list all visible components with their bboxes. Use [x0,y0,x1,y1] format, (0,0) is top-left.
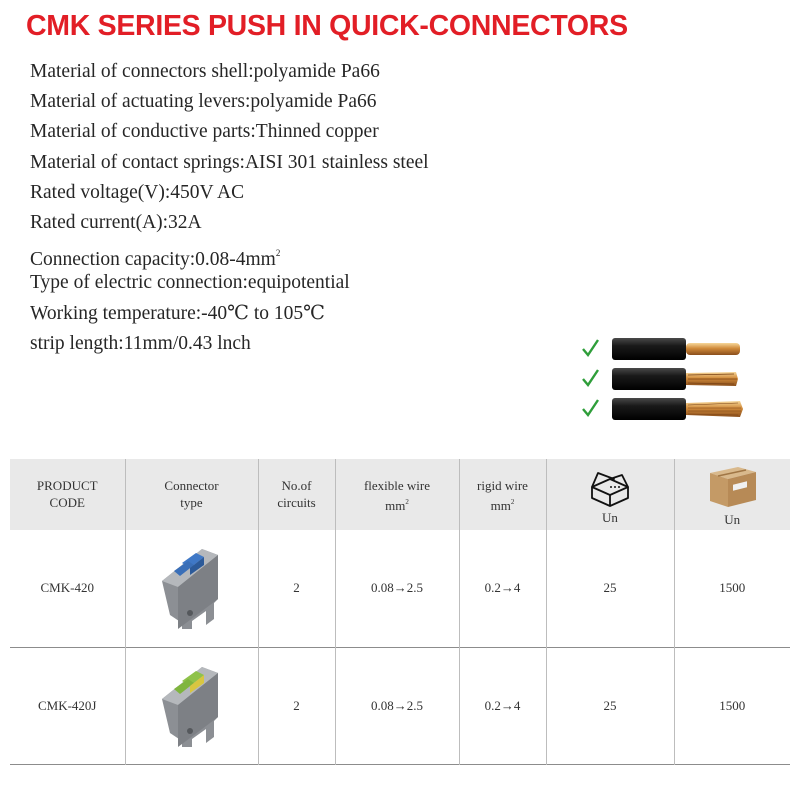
header-product-code: PRODUCT CODE [36,478,98,510]
spec-item: Type of electric connection:equipotentia… [30,272,350,294]
product-code: CMK-420J [37,697,97,713]
check-icon [582,369,599,388]
connector-green-icon [161,666,218,747]
flexible-wire-range: 0.08→2.5 [334,647,459,764]
wire-solid [582,338,740,360]
big-box-qty: 1500 [673,530,790,647]
wire-stranded [582,368,738,390]
spec-item: strip length:11mm/0.43 lnch [30,332,251,354]
rigid-wire-range: 0.2→4 [458,647,546,764]
rigid-wire-range: 0.2→4 [458,530,546,647]
header-circuits: No.of circuits [257,459,335,530]
stripped-wires-illustration [582,338,743,420]
circuits: 2 [257,530,335,647]
header-big-box: Un [673,459,790,530]
table-header-row: PRODUCT CODE Connector type No.of circui… [10,459,790,530]
connector-type-cell [124,647,258,764]
small-box-qty: 25 [545,647,674,764]
circuits: 2 [257,647,335,764]
check-icon [582,399,599,418]
header-small-box: Un [545,459,674,530]
header-rigid-wire: rigid wire mm2 [458,459,546,530]
spec-item: Material of actuating levers:polyamide P… [30,91,377,113]
header-connector-type: Connector type [124,459,258,530]
connector-type-cell [124,530,258,647]
spec-item: Connection capacity:0.08-4mm2 [30,248,281,271]
open-box-icon [591,472,629,507]
spec-item: Material of conductive parts:Thinned cop… [30,121,379,143]
table-row: CMK-420J 2 0.08→2.5 0.2→4 25 1500 [10,647,790,764]
carton-box-icon [710,467,757,507]
spec-item: Rated voltage(V):450V AC [30,181,245,203]
spec-list: Material of connectors shell:polyamide P… [30,57,429,359]
flexible-wire-range: 0.08→2.5 [334,530,459,647]
check-icon [582,339,599,358]
big-box-qty: 1500 [673,647,790,764]
spec-item: Material of contact springs:AISI 301 sta… [30,151,429,173]
table-row: CMK-420 2 0.08→2.5 0.2→4 25 1500 [10,530,790,647]
spec-item: Material of connectors shell:polyamide P… [30,61,380,82]
header-flexible-wire: flexible wire mm2 [334,459,459,530]
spec-item: Rated current(A):32A [30,211,202,233]
small-box-qty: 25 [545,530,674,647]
product-table: PRODUCT CODE Connector type No.of circui… [10,459,790,765]
wire-fine-stranded [582,398,743,420]
superscript: 2 [275,248,281,259]
connector-blue-icon [161,549,218,630]
product-code: CMK-420 [40,580,94,596]
page-title: CMK SERIES PUSH IN QUICK-CONNECTORS [26,10,628,42]
spec-item: Working temperature:-40℃ to 105℃ [30,302,325,324]
